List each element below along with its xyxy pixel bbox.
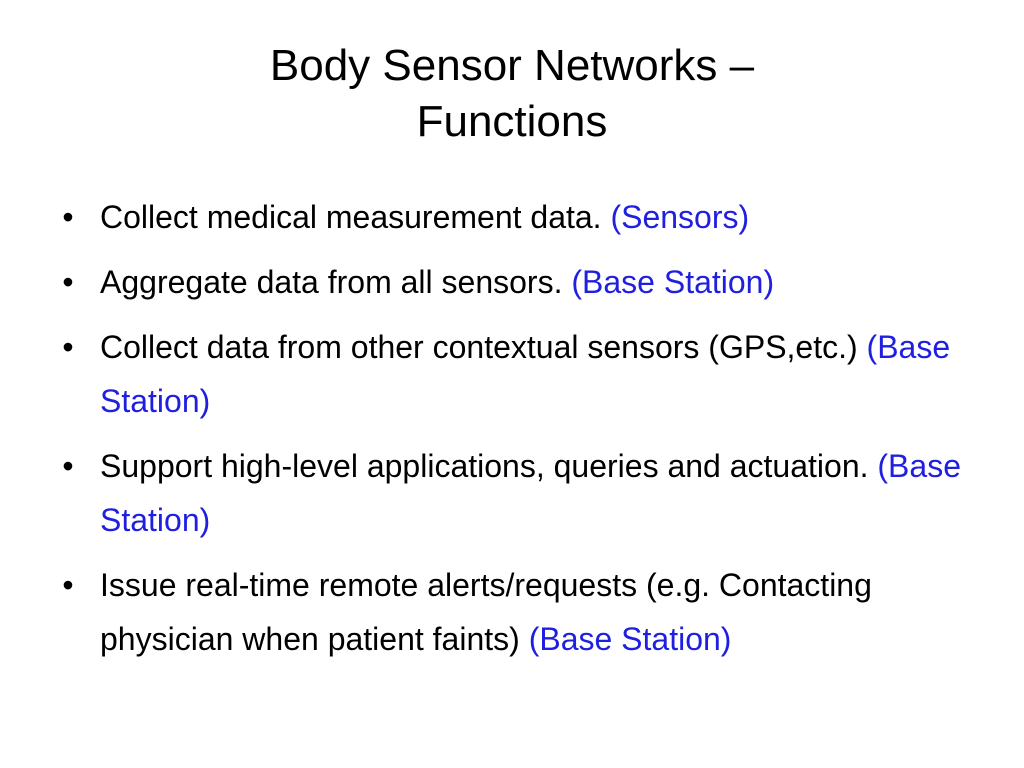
- bullet-tag: (Base Station): [100, 329, 951, 419]
- bullet-text: Aggregate data from all sensors.: [100, 264, 572, 300]
- bullet-tag: (Base Station): [100, 448, 961, 538]
- bullet-icon: •: [62, 567, 74, 603]
- bullet-item: • Support high-level applications, queri…: [58, 439, 978, 547]
- bullet-icon: •: [62, 264, 74, 300]
- bullet-text: Collect data from other contextual senso…: [100, 329, 867, 365]
- bullet-item: • Collect data from other contextual sen…: [58, 320, 978, 428]
- bullet-item: • Aggregate data from all sensors. (Base…: [58, 255, 978, 309]
- slide-title: Body Sensor Networks – Functions: [40, 38, 984, 150]
- slide-title-line-2: Functions: [416, 97, 608, 146]
- bullet-text: Support high-level applications, queries…: [100, 448, 878, 484]
- bullet-list: • Collect medical measurement data. (Sen…: [58, 190, 978, 677]
- bullet-icon: •: [62, 329, 74, 365]
- slide-title-line-1: Body Sensor Networks –: [269, 41, 755, 90]
- bullet-tag: (Sensors): [610, 199, 750, 235]
- bullet-text: Issue real-time remote alerts/requests (…: [100, 567, 872, 657]
- bullet-text: Collect medical measurement data.: [100, 199, 611, 235]
- bullet-tag: (Base Station): [528, 621, 732, 657]
- bullet-tag: (Base Station): [571, 264, 775, 300]
- bullet-item: • Issue real-time remote alerts/requests…: [58, 558, 978, 666]
- bullet-item: • Collect medical measurement data. (Sen…: [58, 190, 978, 244]
- bullet-icon: •: [62, 199, 74, 235]
- bullet-icon: •: [62, 448, 74, 484]
